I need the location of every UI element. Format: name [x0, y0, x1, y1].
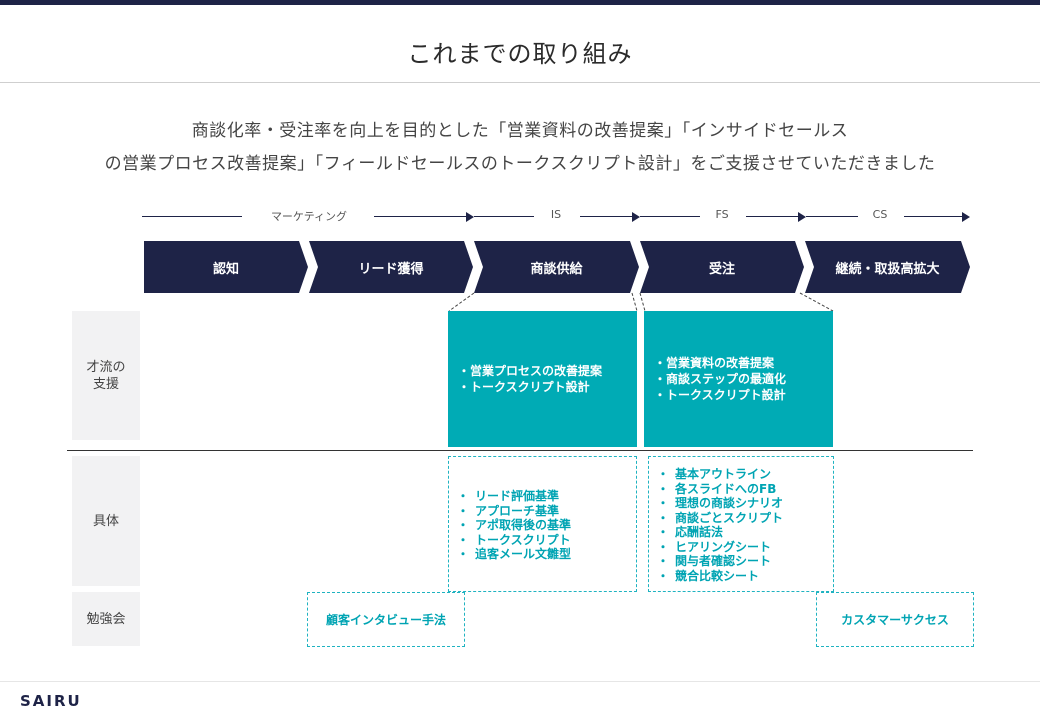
timeline-line — [142, 216, 242, 217]
support-item: ・営業資料の改善提案 — [654, 356, 775, 370]
title-divider — [0, 82, 1040, 83]
concrete-item: 理想の商談シナリオ — [657, 496, 833, 511]
phase-retention-expansion: 継続・取扱高拡大 — [805, 241, 970, 293]
support-box-is: ・営業プロセスの改善提案 ・トークスクリプト設計 — [448, 311, 637, 447]
stage-label-marketing: マーケティング — [270, 210, 348, 223]
study-item-label: カスタマーサクセス — [841, 613, 949, 627]
connector-line — [799, 292, 834, 312]
timeline-arrowhead — [632, 211, 640, 222]
concrete-item: リード評価基準 — [457, 489, 636, 504]
phase-order: 受注 — [640, 241, 804, 293]
connector-line — [639, 292, 646, 312]
timeline-arrowhead — [466, 211, 474, 222]
support-list-fs: ・営業資料の改善提案 ・商談ステップの最適化 ・トークスクリプト設計 — [644, 355, 786, 403]
stage-label-is: IS — [550, 208, 562, 221]
study-box-customer-success: カスタマーサクセス — [816, 592, 974, 647]
brand-logo: SAIRU — [20, 692, 82, 710]
support-item: ・トークスクリプト設計 — [458, 380, 590, 394]
support-item: ・トークスクリプト設計 — [654, 388, 786, 402]
stage-label-cs: CS — [872, 208, 888, 221]
concrete-item: アプローチ基準 — [457, 504, 636, 519]
concrete-item: 競合比較シート — [657, 569, 833, 584]
phase-label: 継続・取扱高拡大 — [835, 261, 940, 277]
concrete-item: トークスクリプト — [457, 533, 636, 548]
concrete-list-is: リード評価基準 アプローチ基準 アポ取得後の基準 トークスクリプト 追客メール文… — [457, 489, 636, 562]
phase-deal-supply: 商談供給 — [474, 241, 639, 293]
concrete-box-is: リード評価基準 アプローチ基準 アポ取得後の基準 トークスクリプト 追客メール文… — [448, 456, 637, 592]
timeline-line — [580, 216, 632, 217]
concrete-item: アポ取得後の基準 — [457, 518, 636, 533]
concrete-item: 関与者確認シート — [657, 554, 833, 569]
section-divider — [67, 450, 973, 451]
connector-line — [631, 292, 638, 312]
stage-label-fs: FS — [715, 208, 729, 221]
page-title: これまでの取り組み — [407, 40, 633, 68]
concrete-item: 追客メール文雛型 — [457, 547, 636, 562]
study-item-label: 顧客インタビュー手法 — [325, 613, 446, 627]
timeline-line — [374, 216, 466, 217]
timeline-line — [746, 216, 798, 217]
phase-label: リード獲得 — [358, 261, 424, 277]
concrete-item: 基本アウトライン — [657, 467, 833, 482]
phase-awareness: 認知 — [144, 241, 308, 293]
concrete-box-fs: 基本アウトライン 各スライドへのFB 理想の商談シナリオ 商談ごとスクリプト 応… — [648, 456, 834, 592]
timeline-arrowhead — [798, 211, 806, 222]
timeline-line — [640, 216, 700, 217]
concrete-item: 応酬話法 — [657, 525, 833, 540]
timeline-arrowhead — [962, 211, 970, 222]
study-box-customer-interview: 顧客インタビュー手法 — [307, 592, 465, 647]
support-box-fs: ・営業資料の改善提案 ・商談ステップの最適化 ・トークスクリプト設計 — [644, 311, 833, 447]
support-item: ・商談ステップの最適化 — [654, 372, 787, 386]
top-accent-bar — [0, 0, 1040, 5]
row-label-support: 才流の 支援 — [72, 311, 140, 440]
phase-label: 認知 — [212, 261, 239, 277]
phase-label: 受注 — [708, 261, 735, 277]
concrete-item: ヒアリングシート — [657, 540, 833, 555]
phase-label: 商談供給 — [530, 261, 583, 277]
concrete-item: 各スライドへのFB — [657, 482, 833, 497]
timeline-line — [474, 216, 534, 217]
lead-text-line-1: 商談化率・受注率を向上を目的とした「営業資料の改善提案」「インサイドセールス — [191, 121, 849, 141]
timeline-line — [806, 216, 858, 217]
support-item: ・営業プロセスの改善提案 — [458, 364, 603, 378]
phase-lead-acquisition: リード獲得 — [309, 241, 473, 293]
support-list-is: ・営業プロセスの改善提案 ・トークスクリプト設計 — [448, 363, 602, 395]
row-label-concrete: 具体 — [72, 456, 140, 586]
timeline-line — [904, 216, 962, 217]
footer-divider — [0, 681, 1040, 682]
concrete-list-fs: 基本アウトライン 各スライドへのFB 理想の商談シナリオ 商談ごとスクリプト 応… — [657, 467, 833, 583]
concrete-item: 商談ごとスクリプト — [657, 511, 833, 526]
lead-text-line-2: の営業プロセス改善提案」「フィールドセールスのトークスクリプト設計」をご支援させ… — [104, 154, 936, 174]
connector-line — [448, 292, 475, 312]
row-label-study: 勉強会 — [72, 592, 140, 646]
